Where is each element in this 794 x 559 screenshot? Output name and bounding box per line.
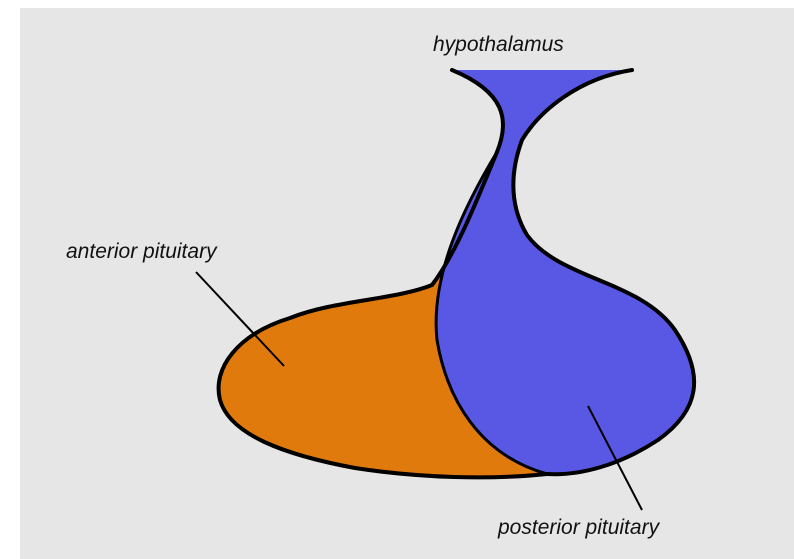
posterior-pituitary-lobe — [436, 70, 694, 475]
hypothalamus-label: hypothalamus — [433, 33, 564, 56]
posterior-pituitary-label: posterior pituitary — [497, 516, 661, 539]
anterior-pituitary-label: anterior pituitary — [66, 240, 218, 263]
